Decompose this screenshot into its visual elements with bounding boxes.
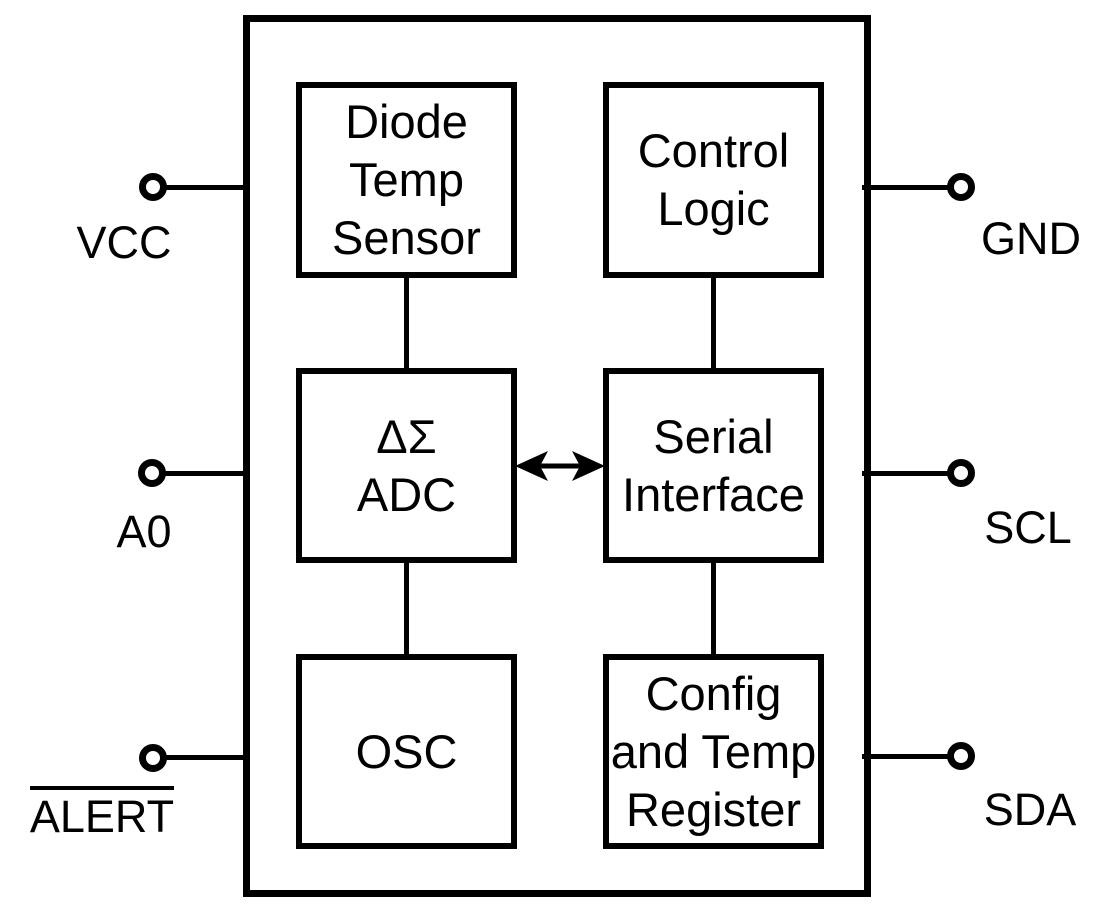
block-serial-interface: Serial Interface bbox=[603, 368, 824, 563]
block-label-line: OSC bbox=[355, 724, 458, 778]
block-label-line: Control bbox=[637, 124, 790, 177]
bidirectional-arrow-icon bbox=[515, 451, 605, 481]
pin-terminal-alert bbox=[139, 744, 167, 772]
pin-wire-alert bbox=[164, 755, 250, 760]
connector-adc-to-osc bbox=[404, 561, 409, 656]
block-label-line: Config bbox=[645, 666, 782, 720]
connector-serial-to-register bbox=[711, 561, 716, 656]
block-config-and-temp-register: Config and Temp Register bbox=[603, 654, 824, 849]
pin-wire-vcc bbox=[164, 185, 250, 190]
pin-wire-a0 bbox=[164, 471, 250, 476]
block-label-line: Logic bbox=[657, 182, 770, 235]
pin-label-sda: SDA bbox=[983, 784, 1077, 835]
block-label-line: Serial bbox=[653, 409, 774, 463]
block-label-line: Temp bbox=[349, 153, 464, 206]
block-label-line: Sensor bbox=[332, 211, 481, 264]
pin-terminal-gnd bbox=[947, 173, 975, 201]
block-label-line: and Temp bbox=[610, 724, 817, 778]
pin-label-gnd: GND bbox=[981, 213, 1081, 264]
block-label-line: Interface bbox=[622, 467, 805, 521]
connector-diode-to-adc bbox=[404, 276, 409, 370]
block-delta-sigma-adc: ΔΣ ADC bbox=[296, 368, 517, 563]
pin-label-vcc: VCC bbox=[76, 217, 172, 268]
pin-label-a0: A0 bbox=[116, 506, 172, 557]
block-osc: OSC bbox=[296, 654, 517, 849]
connector-control-to-serial bbox=[711, 276, 716, 370]
pin-label-scl: SCL bbox=[984, 502, 1072, 553]
block-diode-temp-sensor: Diode Temp Sensor bbox=[296, 82, 517, 278]
pin-wire-gnd bbox=[862, 185, 949, 190]
pin-terminal-vcc bbox=[139, 173, 167, 201]
block-label-line: ADC bbox=[356, 467, 457, 521]
pin-wire-scl bbox=[862, 471, 949, 476]
block-label-line: Register bbox=[625, 782, 801, 836]
pin-terminal-scl bbox=[947, 459, 975, 487]
block-label-line: Diode bbox=[345, 95, 468, 148]
pin-label-alert-text: ALERT bbox=[29, 786, 175, 841]
block-label-line: ΔΣ bbox=[376, 409, 437, 463]
pin-terminal-a0 bbox=[138, 459, 166, 487]
pin-terminal-sda bbox=[947, 742, 975, 770]
pin-label-alert: ALERT bbox=[22, 786, 182, 841]
block-control-logic: Control Logic bbox=[603, 82, 824, 278]
pin-wire-sda bbox=[862, 754, 949, 759]
